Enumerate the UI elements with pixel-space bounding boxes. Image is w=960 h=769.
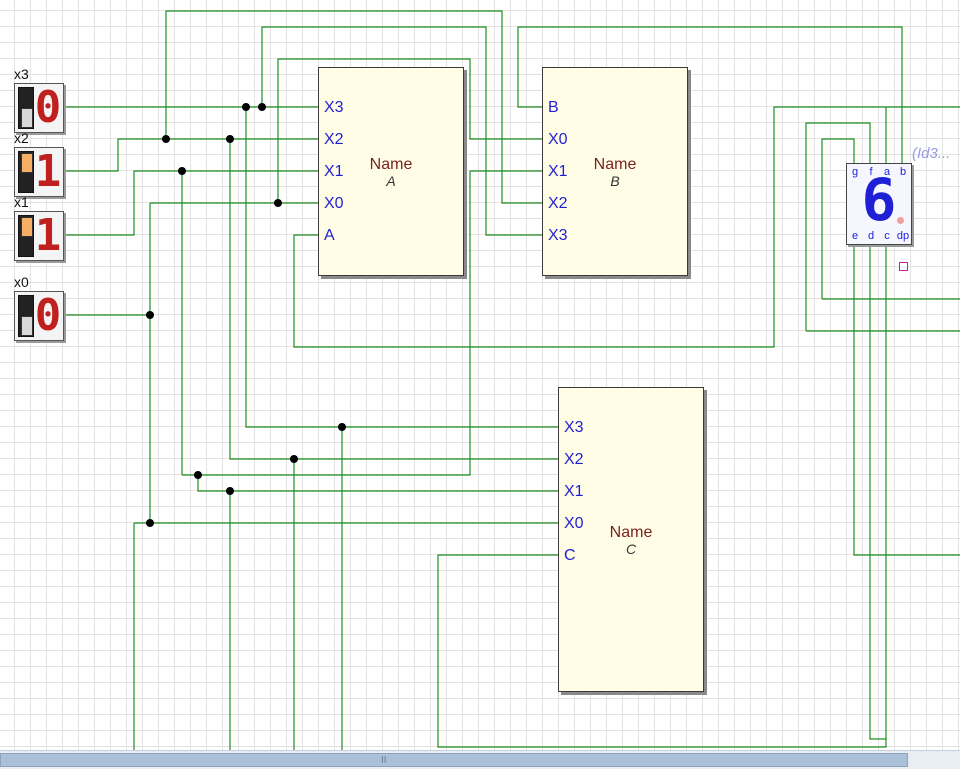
wire[interactable] (261, 26, 542, 236)
display-pin-label: f (869, 166, 873, 178)
display-pin-label: b (899, 166, 907, 178)
probe-port[interactable] (899, 262, 908, 271)
wire[interactable] (197, 475, 558, 492)
input-switch-x2[interactable]: 1 (14, 147, 64, 197)
display-digit: 6 (861, 166, 897, 234)
switch-knob (21, 316, 33, 336)
pin-label: X2 (548, 195, 568, 212)
pin-label: X1 (548, 163, 568, 180)
block-instance: B (610, 173, 620, 189)
wire-junction (290, 455, 298, 463)
wire-junction (178, 167, 186, 175)
display-pin-label: d (867, 230, 875, 242)
switch-track (18, 87, 34, 129)
wire[interactable] (437, 243, 887, 748)
display-label: (Id3... (912, 145, 951, 162)
block-name: Name (609, 524, 653, 541)
wire-junction (338, 423, 346, 431)
input-switch-x1[interactable]: 1 (14, 211, 64, 261)
block-name: Name (593, 156, 637, 173)
wire[interactable] (165, 10, 542, 204)
switch-track (18, 215, 34, 257)
wire[interactable] (853, 243, 960, 556)
block-name: Name (369, 156, 413, 173)
horizontal-scrollbar[interactable]: II (0, 750, 960, 769)
wire[interactable] (293, 106, 960, 348)
circuit-canvas[interactable]: x3 0 x2 1 x1 1 x0 0 X3 X2 X1 X0 A Name A (0, 0, 960, 750)
wire-junction (242, 103, 250, 111)
wire-junction (194, 471, 202, 479)
pin-label: C (564, 547, 576, 564)
switch-knob (21, 217, 33, 237)
scrollbar-thumb[interactable]: II (0, 753, 908, 767)
pin-label: X1 (564, 483, 584, 500)
display-pin-label: g (851, 166, 859, 178)
input-label-x3: x3 (14, 66, 29, 82)
pin-label: X1 (324, 163, 344, 180)
pin-label: X3 (564, 419, 584, 436)
switch-track (18, 151, 34, 193)
input-label-x0: x0 (14, 274, 29, 290)
display-pin-label: a (883, 166, 891, 178)
display-pin-label: e (851, 230, 859, 242)
wire-junction (226, 135, 234, 143)
hex-digit-display[interactable]: g f a b 6 e d c dp (846, 163, 912, 245)
wire[interactable] (63, 138, 318, 172)
wire-junction (162, 135, 170, 143)
input-label-x1: x1 (14, 194, 29, 210)
subcircuit-block-b[interactable]: B X0 X1 X2 X3 Name B (542, 67, 688, 276)
wire[interactable] (182, 171, 471, 476)
pin-label: X2 (564, 451, 584, 468)
wire-junction (146, 311, 154, 319)
subcircuit-block-c[interactable]: X3 X2 X1 X0 C Name C (558, 387, 704, 692)
input-label-x2: x2 (14, 130, 29, 146)
switch-value: 0 (34, 290, 62, 341)
pin-label: X3 (548, 227, 568, 244)
input-switch-x3[interactable]: 0 (14, 83, 64, 133)
scrollbar-grip: II (381, 755, 387, 766)
switch-knob (21, 108, 33, 128)
wire[interactable] (869, 243, 886, 740)
pin-label: B (548, 99, 559, 116)
wire[interactable] (277, 58, 542, 203)
wire-junction (274, 199, 282, 207)
wire[interactable] (229, 139, 558, 460)
wire-junction (258, 103, 266, 111)
pin-label: X0 (324, 195, 344, 212)
pin-label: X0 (564, 515, 584, 532)
wire[interactable] (517, 26, 903, 163)
decimal-point-dot (897, 217, 904, 224)
switch-knob (21, 153, 33, 173)
wire-junction (146, 519, 154, 527)
switch-value: 0 (34, 82, 62, 133)
switch-value: 1 (34, 210, 62, 261)
subcircuit-block-a[interactable]: X3 X2 X1 X0 A Name A (318, 67, 464, 276)
block-instance: C (625, 541, 637, 557)
pin-label: X2 (324, 131, 344, 148)
switch-value: 1 (34, 146, 62, 197)
block-instance: A (386, 173, 396, 189)
display-pin-label: dp (896, 230, 910, 242)
wire[interactable] (63, 170, 318, 236)
wire[interactable] (821, 138, 855, 299)
switch-track (18, 295, 34, 337)
display-pin-label: c (884, 230, 890, 242)
wire-layer (63, 10, 960, 750)
wire[interactable] (805, 122, 871, 331)
wire[interactable] (245, 107, 558, 428)
pin-label: A (324, 227, 335, 244)
wire-junction (226, 487, 234, 495)
pin-label: X0 (548, 131, 568, 148)
input-switch-x0[interactable]: 0 (14, 291, 64, 341)
pin-label: X3 (324, 99, 344, 116)
